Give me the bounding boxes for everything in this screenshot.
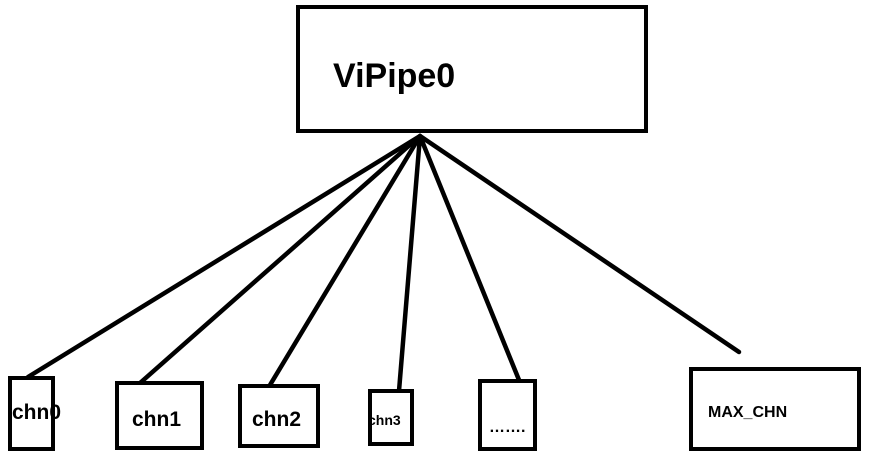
child-box-chn1 xyxy=(115,381,204,450)
child-label-chn0: chn0 xyxy=(12,401,61,424)
child-label-chn2: chn2 xyxy=(252,408,301,431)
child-node-chn3: chn3 xyxy=(368,389,414,446)
edge-ellipsis xyxy=(417,133,522,383)
child-node-max-chn: MAX_CHN xyxy=(689,367,861,451)
child-node-chn1: chn1 xyxy=(115,381,204,450)
edge-chn3 xyxy=(396,133,423,394)
edge-chn1 xyxy=(137,133,423,386)
child-node-chn2: chn2 xyxy=(238,384,320,448)
child-box-chn0 xyxy=(8,376,55,451)
root-node: ViPipe0 xyxy=(296,5,648,133)
child-box-chn2 xyxy=(238,384,320,448)
child-box-ellipsis xyxy=(478,379,537,451)
edge-chn2 xyxy=(267,133,423,388)
edge-chn0 xyxy=(25,133,423,380)
root-box xyxy=(296,5,648,133)
child-node-ellipsis: ……. xyxy=(478,379,537,451)
connector-lines xyxy=(25,133,742,394)
edge-max-chn xyxy=(417,133,742,355)
child-label-chn1: chn1 xyxy=(132,408,181,431)
child-label-ellipsis: ……. xyxy=(489,419,525,436)
child-node-chn0: chn0 xyxy=(8,376,61,451)
child-label-max-chn: MAX_CHN xyxy=(708,404,787,421)
child-box-max-chn xyxy=(689,367,861,451)
root-label: ViPipe0 xyxy=(333,57,455,95)
child-box-chn3 xyxy=(368,389,414,446)
child-label-chn3: chn3 xyxy=(368,412,401,428)
